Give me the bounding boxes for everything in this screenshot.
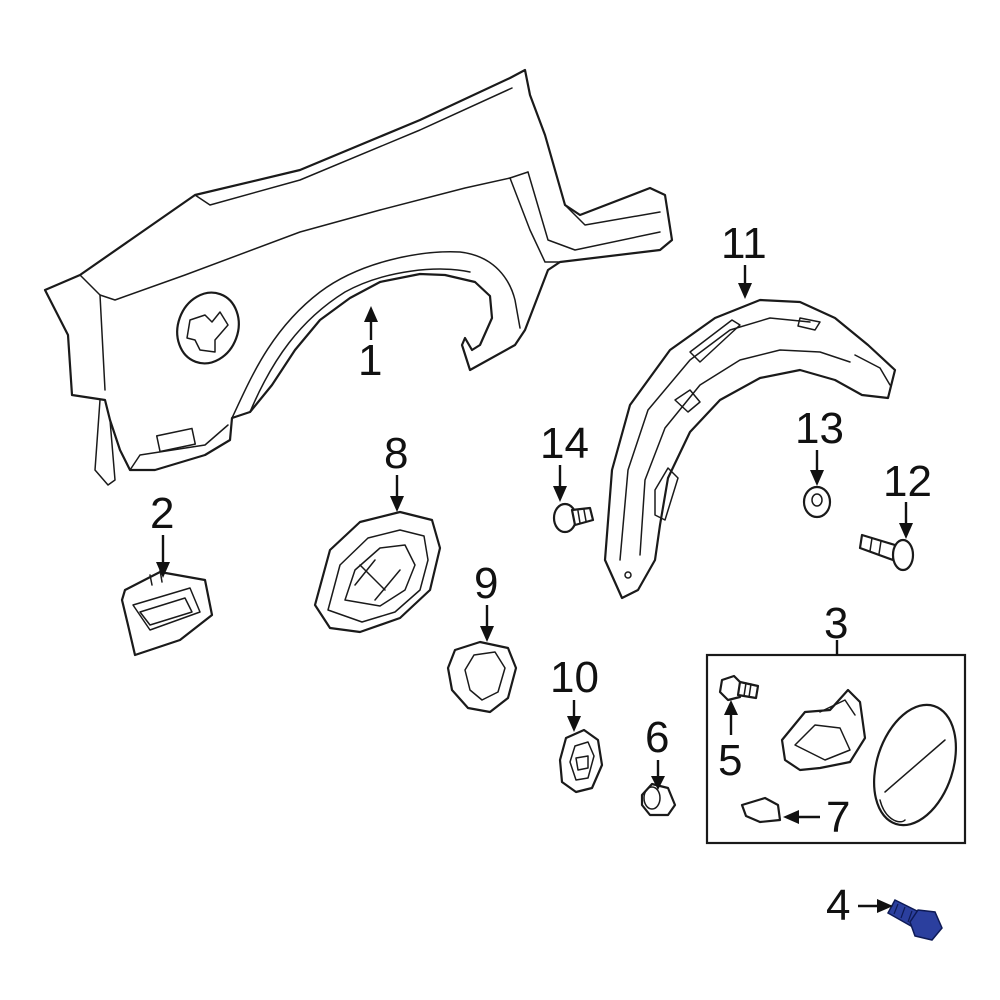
fuel-door-assembly[interactable] [705, 653, 971, 845]
callout-3: 3 [824, 599, 848, 648]
cap[interactable] [640, 782, 677, 817]
bracket[interactable] [120, 569, 214, 657]
door-bolt[interactable] [718, 674, 760, 702]
fuel-door[interactable] [860, 694, 971, 835]
retainer-nut[interactable] [802, 485, 832, 519]
quarter-panel[interactable] [43, 68, 674, 486]
door-hinge[interactable] [780, 688, 867, 772]
wheelhouse-liner[interactable] [603, 298, 897, 600]
callout-11: 11 [721, 219, 767, 268]
callout-4: 4 [826, 881, 850, 930]
screw[interactable] [858, 533, 915, 572]
callout-12: 12 [883, 457, 932, 506]
callout-10: 10 [550, 653, 599, 702]
filler-seal[interactable] [446, 640, 518, 714]
leader-lines [156, 265, 913, 913]
callout-1: 1 [358, 336, 382, 385]
door-clip[interactable] [740, 796, 782, 824]
callout-6: 6 [645, 713, 669, 762]
callout-14: 14 [540, 419, 589, 468]
grommet[interactable] [558, 728, 604, 794]
callout-5: 5 [718, 736, 742, 785]
push-clip[interactable] [552, 502, 595, 534]
callout-13: 13 [795, 404, 844, 453]
filler-housing[interactable] [313, 510, 442, 634]
callout-2: 2 [150, 489, 174, 538]
callout-8: 8 [384, 429, 408, 478]
callout-7: 7 [826, 793, 850, 842]
callout-9: 9 [474, 559, 498, 608]
bolt-highlighted[interactable] [886, 899, 943, 941]
